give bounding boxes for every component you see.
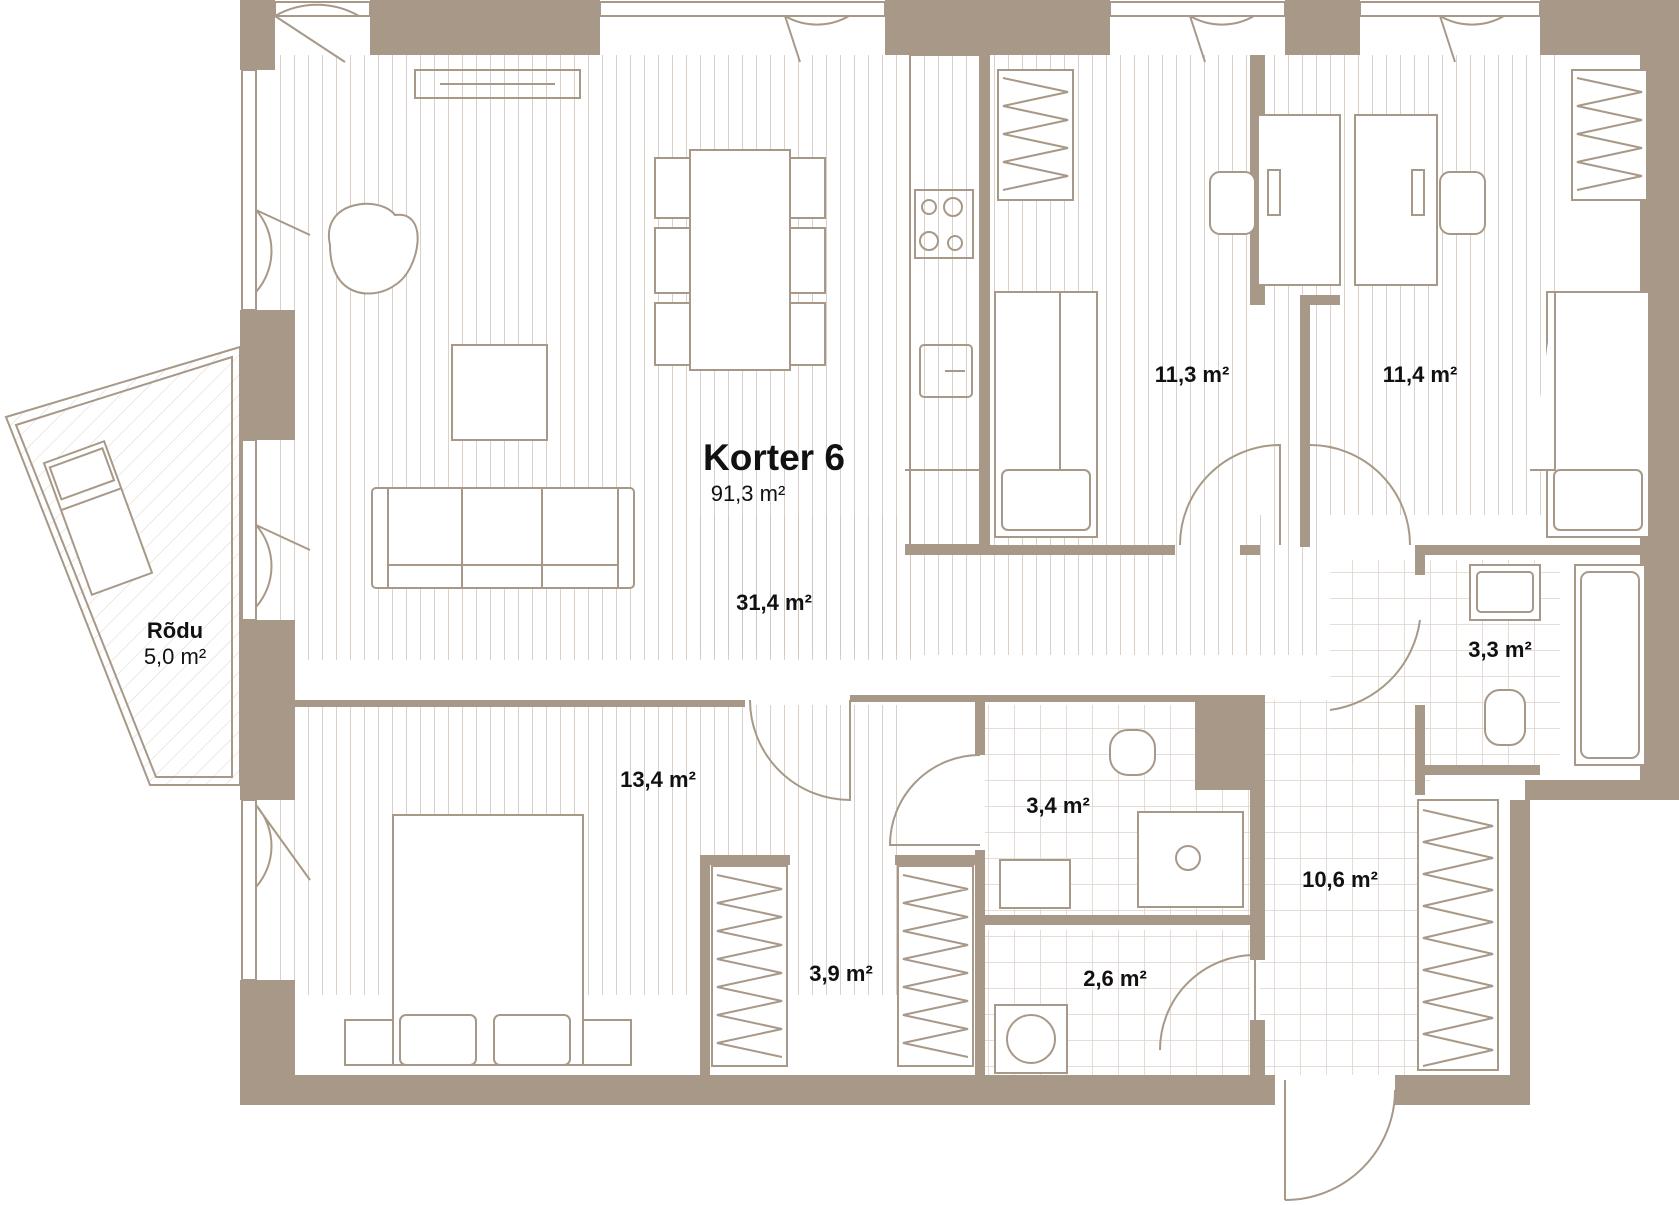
room-area-wardrobe: 3,9 m² [809, 961, 873, 986]
balcony-lounge-chair [42, 439, 154, 597]
room-area-living: 31,4 m² [736, 590, 812, 615]
utility-fixtures [994, 1004, 1068, 1074]
kitchen-counter [905, 54, 981, 546]
wc-fixtures [999, 729, 1244, 909]
room-area-bathroom: 3,3 m² [1468, 637, 1532, 662]
door-swings [255, 3, 1505, 1201]
apartment-name: Korter 6 [703, 437, 845, 478]
apartment-total-area: 91,3 m² [710, 481, 786, 506]
tv-bench [414, 69, 581, 99]
wardrobes [711, 799, 1499, 1071]
bedroom-a-furniture [994, 69, 1341, 538]
room-area-master-bedroom: 13,4 m² [620, 767, 696, 792]
living-furniture [327, 202, 635, 589]
balcony-area: 5,0 m² [143, 644, 207, 669]
windows [241, 1, 1541, 981]
master-bedroom-furniture [344, 814, 632, 1066]
room-area-bedroom-b: 11,4 m² [1382, 362, 1458, 387]
balcony-name: Rõdu [146, 618, 204, 643]
room-area-wc: 3,4 m² [1026, 793, 1090, 818]
room-area-hallway: 10,6 m² [1302, 867, 1378, 892]
bedroom-b-furniture [1354, 69, 1650, 538]
bathroom-fixtures [1469, 564, 1646, 766]
dining-set [654, 149, 826, 371]
room-area-bedroom-a: 11,3 m² [1154, 362, 1230, 387]
room-area-utility: 2,6 m² [1083, 966, 1147, 991]
